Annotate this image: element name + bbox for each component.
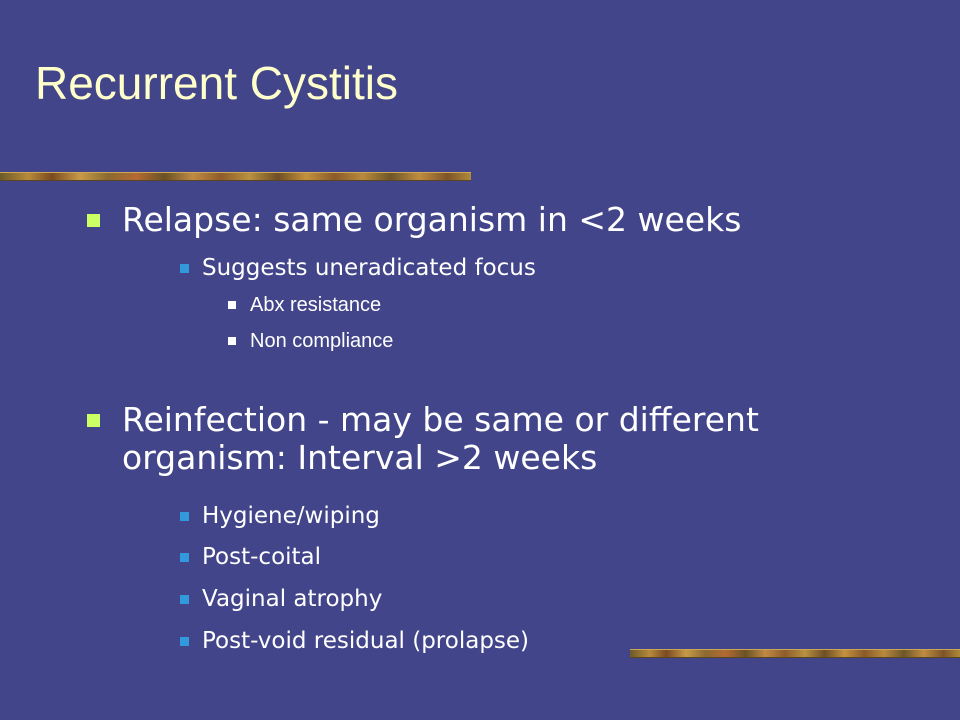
sub-sub-bullet-abx-resistance: Abx resistance [228, 292, 381, 318]
bullet-relapse: Relapse: same organism in <2 weeks [87, 201, 741, 239]
square-bullet-icon [228, 301, 236, 309]
decorative-divider-top [0, 172, 471, 181]
square-bullet-icon [180, 512, 189, 521]
square-bullet-icon [180, 637, 189, 646]
square-bullet-icon [180, 553, 189, 562]
sub-bullet-post-void-residual: Post-void residual (prolapse) [180, 627, 529, 655]
square-bullet-icon [180, 595, 189, 604]
sub-sub-bullet-text: Abx resistance [250, 294, 382, 316]
sub-bullet-text: Suggests uneradicated focus [202, 255, 536, 281]
square-bullet-icon [228, 337, 236, 345]
sub-bullet-post-coital: Post-coital [180, 543, 321, 571]
slide-title: Recurrent Cystitis [35, 57, 398, 109]
decorative-divider-bottom [630, 649, 960, 658]
sub-bullet-uneradicated-focus: Suggests uneradicated focus [180, 254, 536, 282]
sub-sub-bullet-non-compliance: Non compliance [228, 328, 393, 354]
sub-bullet-hygiene: Hygiene/wiping [180, 502, 380, 530]
sub-bullet-text: Hygiene/wiping [202, 503, 380, 529]
sub-bullet-text: Vaginal atrophy [202, 586, 383, 612]
sub-bullet-vaginal-atrophy: Vaginal atrophy [180, 585, 382, 613]
sub-sub-bullet-text: Non compliance [250, 330, 394, 352]
square-bullet-icon [180, 264, 189, 273]
sub-bullet-text: Post-coital [202, 544, 322, 570]
square-bullet-icon [87, 214, 100, 227]
bullet-reinfection: Reinfection - may be same or different o… [87, 401, 759, 477]
bullet-text: Relapse: same organism in <2 weeks [122, 200, 742, 239]
bullet-text-line-1: Reinfection - may be same or different [122, 400, 759, 439]
bullet-text: Reinfection - may be same or different o… [122, 401, 759, 477]
bullet-text-line-2: organism: Interval >2 weeks [122, 438, 598, 477]
sub-bullet-text: Post-void residual (prolapse) [202, 628, 530, 654]
square-bullet-icon [87, 414, 100, 427]
